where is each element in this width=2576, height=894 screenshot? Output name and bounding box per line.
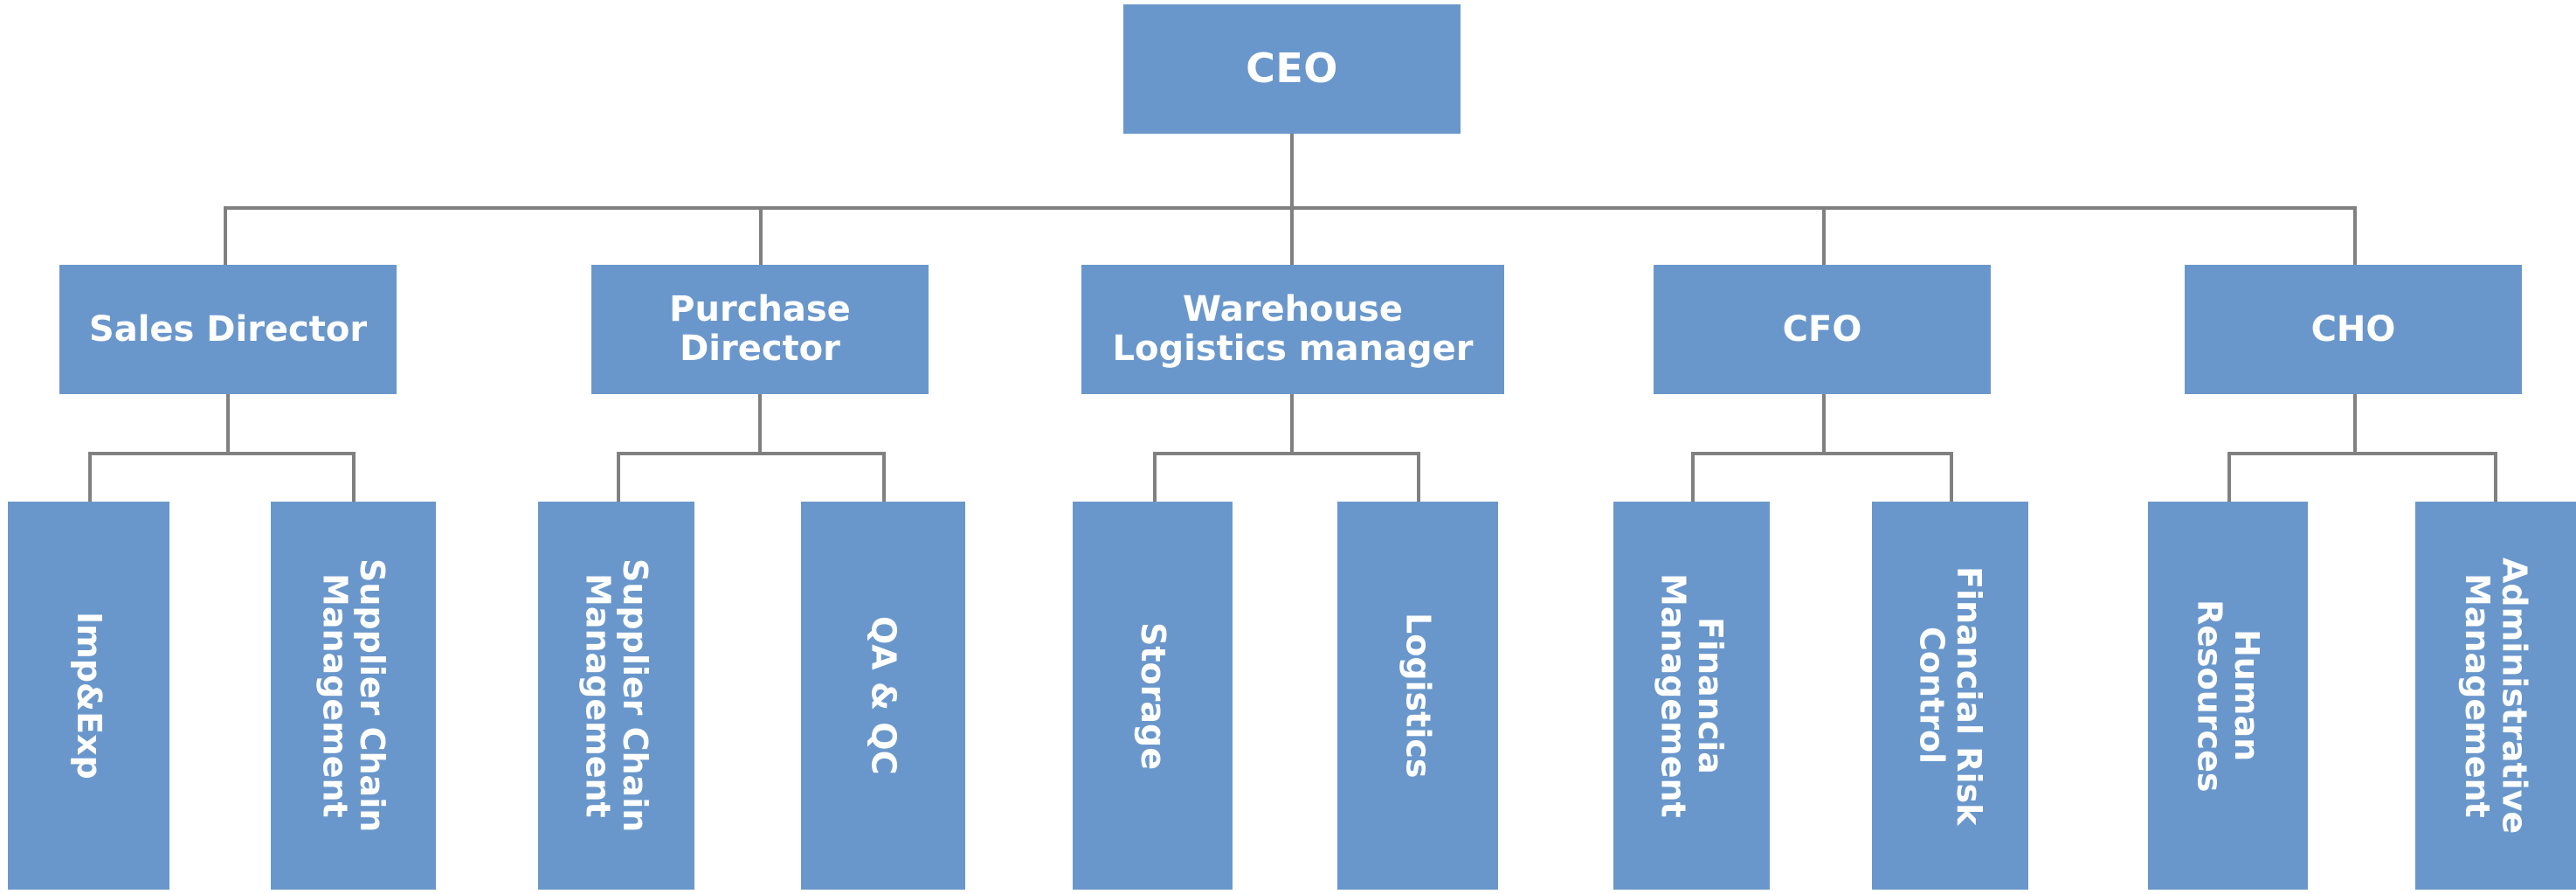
- org-node-administrative-management-label: Administrative Management: [2458, 557, 2534, 835]
- connector-drop-storage: [1153, 452, 1157, 502]
- connector-stem-sales-director: [226, 394, 230, 452]
- org-node-storage-label: Storage: [1133, 621, 1172, 770]
- org-node-logistics[interactable]: Logistics: [1337, 502, 1498, 890]
- org-node-financia-management-label: Financia Management: [1654, 573, 1730, 818]
- connector-stem-warehouse-logistics: [1290, 394, 1294, 452]
- org-node-storage[interactable]: Storage: [1073, 502, 1233, 890]
- connector-drop-financia-management: [1691, 452, 1695, 502]
- connector-drop-qa-qc: [882, 452, 886, 502]
- connector-drop-imp-exp: [88, 452, 92, 502]
- org-node-warehouse-logistics[interactable]: Warehouse Logistics manager: [1081, 265, 1504, 394]
- org-node-supplier-chain-mgmt-sales[interactable]: Supplier Chain Management: [271, 502, 436, 890]
- connector-bus-sales-director: [88, 452, 356, 455]
- org-node-supplier-chain-mgmt-purch-label: Supplier Chain Management: [578, 558, 655, 833]
- connector-stem-purchase-director: [758, 394, 762, 452]
- org-node-qa-qc[interactable]: QA & QC: [801, 502, 965, 890]
- connector-bus-purchase-director: [617, 452, 886, 455]
- connector-drop-cfo: [1822, 206, 1826, 265]
- org-node-supplier-chain-mgmt-purch[interactable]: Supplier Chain Management: [538, 502, 694, 890]
- connector-stem-cfo: [1822, 394, 1826, 452]
- org-node-qa-qc-label: QA & QC: [864, 616, 903, 775]
- org-node-imp-exp-label: Imp&Exp: [69, 612, 108, 780]
- connector-drop-cho: [2353, 206, 2357, 265]
- org-node-cfo-label: CFO: [1782, 308, 1862, 350]
- connector-bus-warehouse-logistics: [1153, 452, 1420, 455]
- org-node-imp-exp[interactable]: Imp&Exp: [8, 502, 169, 890]
- org-node-purchase-director[interactable]: Purchase Director: [591, 265, 929, 394]
- org-node-warehouse-logistics-label: Warehouse Logistics manager: [1112, 289, 1474, 369]
- org-node-cfo[interactable]: CFO: [1654, 265, 1991, 394]
- org-node-human-resources-label: Human Resources: [2190, 599, 2267, 793]
- org-node-sales-director-label: Sales Director: [88, 308, 368, 350]
- connector-bus-cfo: [1691, 452, 1953, 455]
- connector-drop-supplier-chain-mgmt-sales: [352, 452, 356, 502]
- org-node-cho[interactable]: CHO: [2185, 265, 2522, 394]
- org-node-financial-risk-control[interactable]: Financial Risk Control: [1872, 502, 2028, 890]
- connector-drop-financial-risk-control: [1950, 452, 1953, 502]
- org-node-ceo-label: CEO: [1246, 45, 1338, 93]
- connector-drop-human-resources: [2227, 452, 2231, 502]
- org-node-financia-management[interactable]: Financia Management: [1613, 502, 1770, 890]
- connector-bus-cho: [2227, 452, 2495, 455]
- org-node-financial-risk-control-label: Financial Risk Control: [1912, 565, 1989, 826]
- org-node-supplier-chain-mgmt-sales-label: Supplier Chain Management: [315, 558, 392, 833]
- connector-drop-sales-director: [224, 206, 227, 265]
- org-node-purchase-director-label: Purchase Director: [669, 289, 851, 369]
- org-node-cho-label: CHO: [2310, 308, 2396, 350]
- org-node-sales-director[interactable]: Sales Director: [59, 265, 397, 394]
- org-node-ceo[interactable]: CEO: [1123, 4, 1461, 134]
- org-node-administrative-management[interactable]: Administrative Management: [2415, 502, 2576, 890]
- connector-stem-cho: [2353, 394, 2357, 452]
- connector-drop-warehouse-logistics: [1290, 206, 1294, 265]
- org-node-logistics-label: Logistics: [1398, 613, 1438, 779]
- connector-drop-supplier-chain-mgmt-purch: [617, 452, 620, 502]
- connector-drop-administrative-management: [2494, 452, 2497, 502]
- connector-drop-logistics: [1417, 452, 1420, 502]
- connector-drop-purchase-director: [759, 206, 763, 265]
- org-node-human-resources[interactable]: Human Resources: [2148, 502, 2308, 890]
- connector-ceo-stem: [1290, 134, 1294, 206]
